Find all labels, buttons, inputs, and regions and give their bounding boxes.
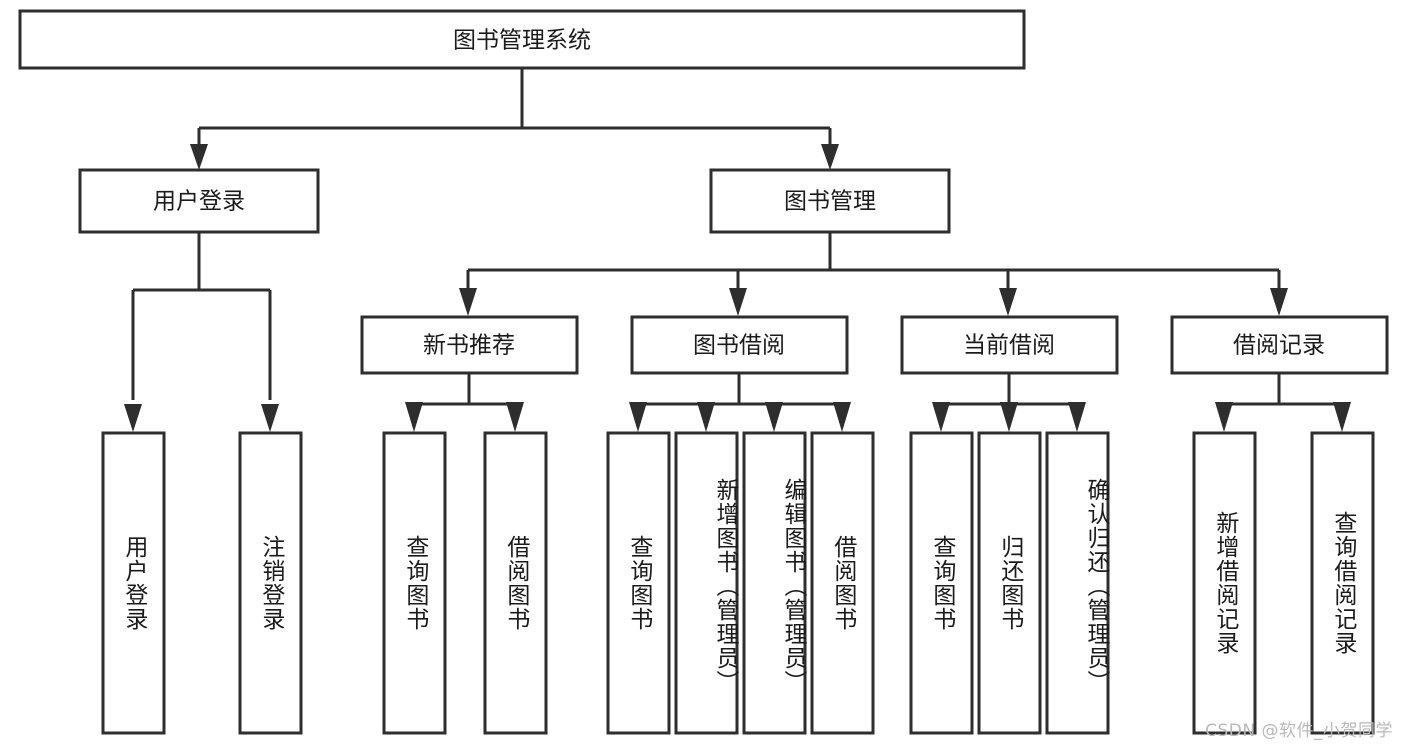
arrow-head-user-login-1 <box>124 404 142 432</box>
node-borrow-record-label: 借阅记录 <box>1233 333 1325 359</box>
node-book-borrow-box[interactable] <box>630 315 849 375</box>
node-current-borrow[interactable]: 当前借阅 <box>900 315 1119 375</box>
node-user-login[interactable]: 用户登录 <box>78 168 320 234</box>
leaf-box-user-login-0[interactable] <box>101 431 166 735</box>
connector-borrow-record-to-leaves <box>1215 373 1351 432</box>
arrow-head-root-2 <box>821 144 839 170</box>
node-borrow-record[interactable]: 借阅记录 <box>1170 315 1389 375</box>
arrow-head-bm-1 <box>459 288 477 316</box>
arrow-head-cb-1 <box>932 402 950 432</box>
leaf-label-borrow-record-1: 查询借阅记录 <box>1329 511 1356 655</box>
arrow-head-bb-2 <box>697 402 715 432</box>
leaf-box-current-borrow-1[interactable] <box>977 431 1042 735</box>
connector-book-management-to-level3 <box>459 232 1288 316</box>
leaf-label-book-borrow-1: 新增图书（管理员） <box>712 478 738 694</box>
connector-root-to-level2 <box>190 68 839 170</box>
leaf-box-book-borrow-1[interactable] <box>674 431 739 735</box>
arrow-head-br-1 <box>1215 402 1233 432</box>
leaf-box-borrow-record-1[interactable] <box>1310 431 1375 735</box>
arrow-head-cb-2 <box>1000 402 1018 432</box>
leaf-box-book-borrow-2[interactable] <box>742 431 807 735</box>
leaf-label-borrow-record-0: 新增借阅记录 <box>1211 511 1238 655</box>
leaf-label-new-book-0: 查询图书 <box>401 535 428 631</box>
arrow-head-nbr-2 <box>506 402 524 432</box>
node-new-book-recommend[interactable]: 新书推荐 <box>360 315 579 375</box>
arrow-head-br-2 <box>1333 402 1351 432</box>
leaf-label-book-borrow-2: 编辑图书（管理员） <box>780 478 806 694</box>
leaf-box-user-login-1[interactable] <box>238 431 303 735</box>
leaf-label-user-login-1: 注销登录 <box>257 535 284 631</box>
connector-book-borrow-to-leaves <box>629 373 851 432</box>
leaf-label-book-borrow-3: 借阅图书 <box>829 535 856 631</box>
leaf-box-book-borrow-3[interactable] <box>810 431 875 735</box>
node-book-management[interactable]: 图书管理 <box>709 168 951 234</box>
leaf-label-book-borrow-0: 查询图书 <box>625 535 652 631</box>
arrow-head-bm-3 <box>999 288 1017 316</box>
node-book-borrow-label: 图书借阅 <box>693 333 785 359</box>
leaf-box-current-borrow-2[interactable] <box>1045 431 1110 735</box>
node-book-management-label: 图书管理 <box>784 189 876 215</box>
arrow-head-bb-4 <box>833 402 851 432</box>
leaf-label-current-borrow-0: 查询图书 <box>928 535 955 631</box>
leaf-box-borrow-record-0[interactable] <box>1192 431 1257 735</box>
csdn-watermark: CSDN @软件_小贺同学 <box>1205 721 1393 741</box>
node-book-borrow[interactable]: 图书借阅 <box>630 315 849 375</box>
connector-user-login-to-leaves <box>124 232 279 432</box>
arrow-head-bb-1 <box>629 402 647 432</box>
leaf-box-new-book-1[interactable] <box>483 431 548 735</box>
arrow-head-bm-4 <box>1270 288 1288 316</box>
leaf-box-new-book-0[interactable] <box>382 431 447 735</box>
arrow-head-nbr-1 <box>405 402 423 432</box>
leaf-box-book-borrow-0[interactable] <box>606 431 671 735</box>
leaf-label-current-borrow-2: 确认归还（管理员） <box>1083 478 1109 694</box>
node-current-borrow-box[interactable] <box>900 315 1119 375</box>
leaf-label-new-book-1: 借阅图书 <box>502 535 529 631</box>
arrow-head-root-1 <box>190 144 208 170</box>
node-current-borrow-label: 当前借阅 <box>963 333 1055 359</box>
arrow-head-cb-3 <box>1068 402 1086 432</box>
arrow-head-bm-2 <box>729 288 747 316</box>
connector-current-borrow-to-leaves <box>932 373 1086 432</box>
node-root-box[interactable] <box>18 9 1026 70</box>
node-root-label: 图书管理系统 <box>453 28 591 54</box>
arrow-head-user-login-2 <box>261 404 279 432</box>
node-root[interactable]: 图书管理系统 <box>18 9 1026 70</box>
node-new-book-recommend-box[interactable] <box>360 315 579 375</box>
leaf-label-current-borrow-1: 归还图书 <box>996 535 1023 631</box>
arrow-head-bb-3 <box>765 402 783 432</box>
connector-new-book-recommend-to-leaves <box>405 373 524 432</box>
leaf-label-user-login-0: 用户登录 <box>120 535 147 631</box>
node-user-login-label: 用户登录 <box>153 189 245 215</box>
node-new-book-recommend-label: 新书推荐 <box>423 333 515 359</box>
leaf-box-current-borrow-0[interactable] <box>909 431 974 735</box>
